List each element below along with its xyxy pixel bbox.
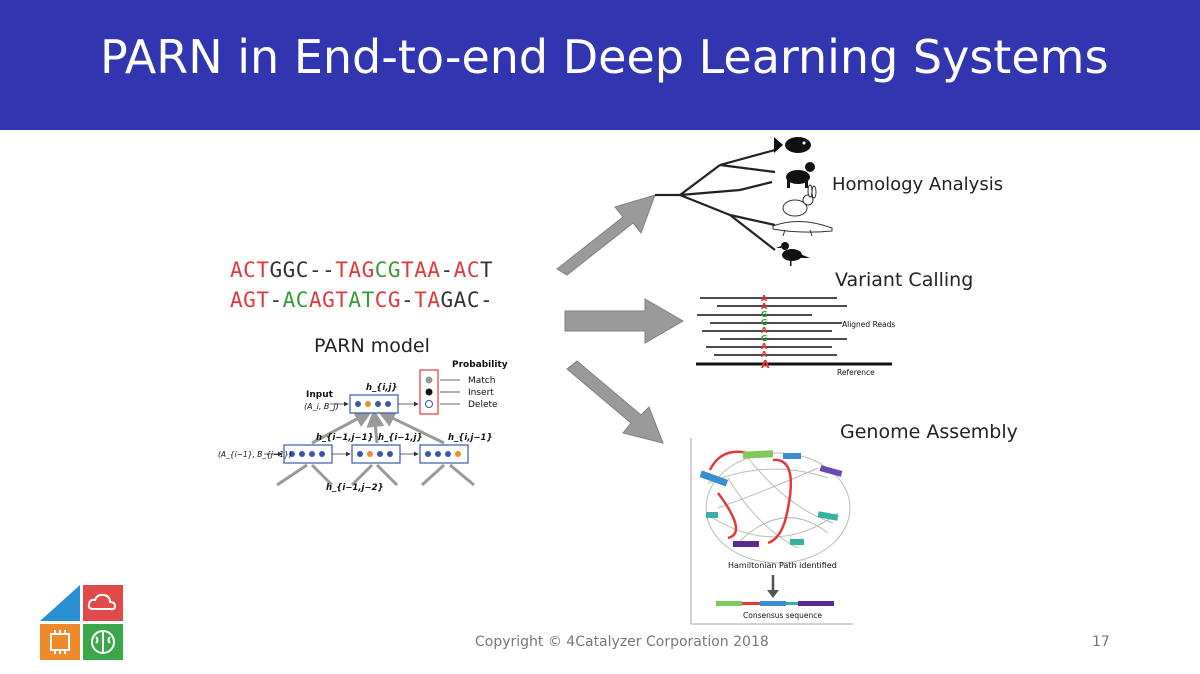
base-seq1-18: C xyxy=(466,258,480,282)
base-seq2-18: C xyxy=(466,288,480,312)
output-insert: Insert xyxy=(468,388,494,398)
base-seq2-13: - xyxy=(401,288,415,312)
arrow-to-assembly xyxy=(566,360,664,444)
flow-arrows xyxy=(556,194,684,444)
base-seq1-17: A xyxy=(453,258,467,282)
read-base-5: G xyxy=(761,334,768,343)
base-seq1-10: G xyxy=(361,258,375,282)
read-base-1: A xyxy=(761,302,768,311)
bird-icon xyxy=(776,242,810,266)
base-seq2-14: T xyxy=(414,288,428,312)
h-bottom-label: h_{i−1,j−2} xyxy=(326,483,384,493)
title-bar: PARN in End-to-end Deep Learning Systems xyxy=(0,0,1200,130)
page-number: 17 xyxy=(1092,634,1110,650)
base-seq1-8: T xyxy=(335,258,349,282)
base-seq1-11: C xyxy=(374,258,388,282)
read-base-2: G xyxy=(761,310,768,319)
base-seq2-11: C xyxy=(374,288,388,312)
fish-icon xyxy=(774,137,811,153)
logo-chip-tile xyxy=(40,624,80,660)
brain-icon xyxy=(91,630,115,654)
base-seq1-16: - xyxy=(440,258,454,282)
contig-blocks xyxy=(699,450,843,547)
base-seq2-16: G xyxy=(440,288,454,312)
base-seq2-4: A xyxy=(282,288,296,312)
h-mid-label: h_{i−1,j} xyxy=(378,433,423,443)
ref-base: A xyxy=(761,358,770,371)
base-seq2-7: G xyxy=(322,288,336,312)
cloud-icon xyxy=(87,593,117,611)
base-seq2-8: T xyxy=(335,288,349,312)
base-seq1-12: G xyxy=(387,258,402,282)
read-base-4: A xyxy=(761,326,768,335)
arrow-to-homology xyxy=(556,194,656,276)
arrow-to-variant xyxy=(564,298,684,344)
base-seq1-5: C xyxy=(295,258,309,282)
h-left-label: h_{i−1,j−1} xyxy=(316,433,374,443)
base-seq2-12: G xyxy=(387,288,402,312)
consensus-bar xyxy=(716,601,834,606)
logo-triangle xyxy=(40,585,80,621)
h-right-label: h_{i,j−1} xyxy=(448,433,493,443)
base-seq1-3: G xyxy=(269,258,283,282)
aligned-reads-label: Aligned Reads xyxy=(842,320,895,329)
probability-label: Probability xyxy=(452,360,508,370)
slide-title: PARN in End-to-end Deep Learning Systems xyxy=(100,30,1109,84)
variant-label: Variant Calling xyxy=(835,269,974,291)
base-seq1-2: T xyxy=(256,258,270,282)
base-seq1-19: T xyxy=(479,258,494,282)
consensus-label: Consensus sequence xyxy=(743,611,822,620)
base-seq2-3: - xyxy=(269,288,283,312)
phylogenetic-tree xyxy=(655,137,833,266)
sequence-2: AGT-ACAGTATCG-TAGAC- xyxy=(230,288,493,312)
base-seq2-10: T xyxy=(361,288,375,312)
genome-assembly-figure: Hamiltonian Path identified Consensus se… xyxy=(690,438,853,625)
base-seq1-7: - xyxy=(322,258,336,282)
company-logo xyxy=(40,585,123,660)
right-hidden-state xyxy=(419,444,469,464)
base-seq2-2: T xyxy=(256,288,270,312)
base-seq1-6: - xyxy=(308,258,323,282)
base-seq2-5: C xyxy=(295,288,309,312)
rabbit-icon xyxy=(782,184,817,217)
base-seq2-1: G xyxy=(243,288,257,312)
read-base-0: A xyxy=(761,294,768,303)
base-seq1-14: A xyxy=(414,258,428,282)
left-pair: (A_{i−1}, B_{j−1}) xyxy=(218,450,292,459)
base-seq1-4: G xyxy=(282,258,296,282)
output-delete: Delete xyxy=(468,400,498,410)
homology-label: Homology Analysis xyxy=(832,174,1004,195)
read-base-7: A xyxy=(761,350,768,359)
base-seq1-1: C xyxy=(243,258,257,282)
sequence-1: ACTGGC--TAGCGTAA-ACT xyxy=(230,258,493,282)
base-seq2-9: A xyxy=(348,288,362,312)
base-seq2-15: A xyxy=(427,288,441,312)
parn-model-diagram: Probability Match Insert Delete Input (A… xyxy=(218,360,508,493)
base-seq2-17: A xyxy=(453,288,467,312)
input-pair: (A_i, B_j) xyxy=(304,402,339,411)
hamiltonian-label: Hamiltonian Path identified xyxy=(728,561,837,570)
chip-icon xyxy=(50,630,70,654)
output-match: Match xyxy=(468,376,495,386)
read-base-3: G xyxy=(761,318,768,327)
reference-label: Reference xyxy=(837,368,875,377)
base-seq1-15: A xyxy=(427,258,441,282)
read-base-6: A xyxy=(761,342,768,351)
copyright: Copyright © 4Catalyzer Corporation 2018 xyxy=(475,634,769,650)
parn-model-label: PARN model xyxy=(314,335,430,357)
base-seq1-9: A xyxy=(348,258,362,282)
base-seq2-6: A xyxy=(308,288,323,312)
assembly-label: Genome Assembly xyxy=(840,421,1018,443)
primate-icon xyxy=(786,162,815,188)
h-top-label: h_{i,j} xyxy=(366,383,397,393)
base-seq1-13: T xyxy=(401,258,415,282)
base-seq1-0: A xyxy=(230,258,244,282)
crocodile-icon xyxy=(772,221,833,237)
base-seq2-19: - xyxy=(479,288,494,312)
input-label: Input xyxy=(306,390,334,400)
base-seq2-0: A xyxy=(230,288,244,312)
